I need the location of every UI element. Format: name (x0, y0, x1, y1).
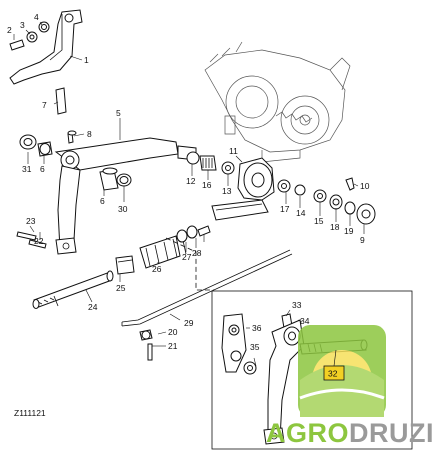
callout-21: 21 (168, 341, 178, 351)
callout-12: 12 (186, 176, 196, 186)
callout-28: 28 (192, 248, 202, 258)
callout-16: 16 (202, 180, 212, 190)
highlighted-callout-32: 32 (323, 349, 345, 381)
callout-24: 24 (88, 302, 98, 312)
callout-14: 14 (296, 208, 306, 218)
callout-9: 9 (360, 235, 365, 245)
callout-29: 29 (184, 318, 194, 328)
callout-20: 20 (168, 327, 178, 337)
subassembly-frame (211, 290, 413, 450)
subassembly-leader (165, 237, 214, 291)
callout-27: 27 (182, 252, 192, 262)
callout-labels: 1 2 3 4 5 6 6 7 8 9 10 11 12 13 14 15 16… (7, 12, 370, 352)
control-rod (121, 249, 293, 361)
callout-25: 25 (116, 283, 126, 293)
pedal-assembly (9, 9, 83, 115)
callout-31: 31 (22, 164, 32, 174)
main-shaft (32, 270, 114, 309)
engine-outline (204, 41, 351, 163)
callout-2: 2 (7, 25, 12, 35)
diagram-code: Z111121 (14, 408, 46, 418)
callout-26: 26 (152, 264, 162, 274)
lever-assembly (54, 130, 179, 255)
callout-11: 11 (229, 146, 238, 156)
leader-lines (13, 21, 365, 367)
callout-7: 7 (42, 100, 47, 110)
callout-30: 30 (118, 204, 128, 214)
callout-19: 19 (344, 226, 354, 236)
callout-4: 4 (34, 12, 39, 22)
callout-36: 36 (252, 323, 262, 333)
callout-5: 5 (116, 108, 121, 118)
center-bushings (99, 167, 132, 191)
callout-13: 13 (222, 186, 232, 196)
callout-35: 35 (250, 342, 260, 352)
callout-34: 34 (300, 316, 310, 326)
callout-10: 10 (360, 181, 370, 191)
pins-and-springs (16, 225, 211, 275)
callout-22: 22 (34, 236, 44, 246)
callout-1: 1 (84, 55, 89, 65)
pulley-assembly (177, 145, 376, 225)
watermark-brand: AGRODRUZI (266, 418, 434, 448)
callout-32: 32 (328, 369, 338, 379)
callout-6a: 6 (40, 164, 45, 174)
callout-33: 33 (292, 300, 302, 310)
callout-15: 15 (314, 216, 324, 226)
callout-8: 8 (87, 129, 92, 139)
brand-right: DRUZI (349, 418, 434, 448)
callout-17: 17 (280, 204, 290, 214)
brand-left: AGRO (266, 418, 349, 448)
callout-23: 23 (26, 216, 36, 226)
left-bushings (19, 134, 53, 157)
callout-18: 18 (330, 222, 340, 232)
callout-3: 3 (20, 20, 25, 30)
callout-6b: 6 (100, 196, 105, 206)
